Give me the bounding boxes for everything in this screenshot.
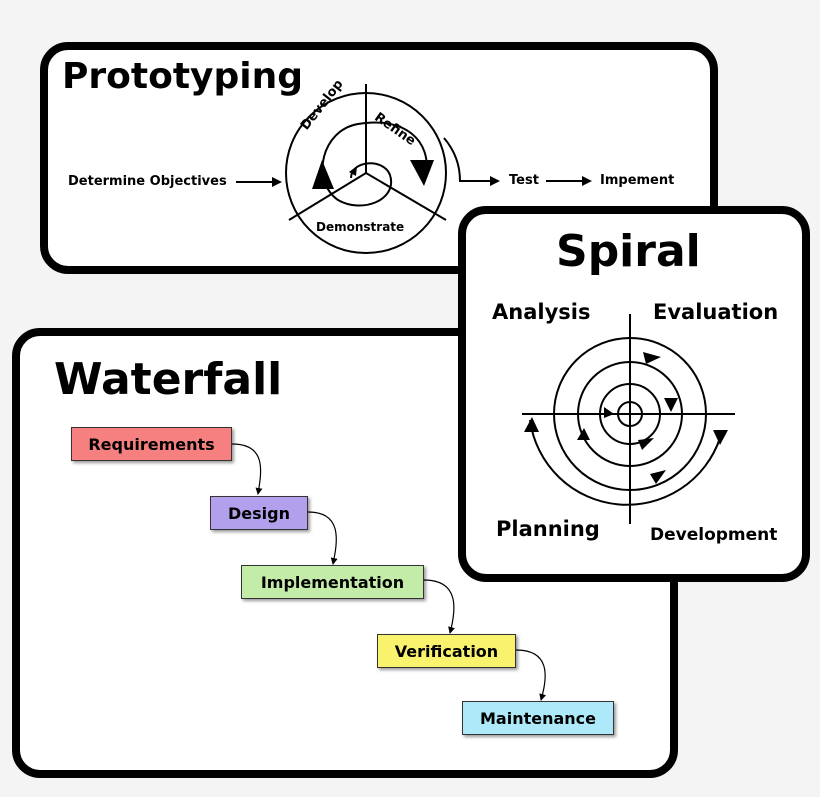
determine-objectives-label: Determine Objectives <box>68 174 227 189</box>
planning-label: Planning <box>496 517 600 541</box>
test-label: Test <box>509 173 539 188</box>
waterfall-step-implementation: Implementation <box>241 565 424 599</box>
refine-arrowhead <box>410 160 434 186</box>
connector-verification-maintenance <box>515 649 547 701</box>
waterfall-title: Waterfall <box>54 354 283 405</box>
spiral-ring-2 <box>599 383 661 445</box>
spiral-arrowhead-3 <box>713 430 728 445</box>
spiral-title: Spiral <box>556 226 701 277</box>
development-label: Development <box>650 525 778 545</box>
inner-arrowhead <box>349 166 357 176</box>
evaluation-label: Evaluation <box>653 300 779 324</box>
waterfall-step-verification: Verification <box>377 634 516 668</box>
spiral-arrowhead-8 <box>604 407 614 418</box>
waterfall-step-maintenance: Maintenance <box>462 701 614 735</box>
outflow-curve <box>443 137 500 186</box>
connector-implementation-verification <box>423 579 455 634</box>
demonstrate-label: Demonstrate <box>316 220 405 234</box>
spiral-arrowhead-4 <box>577 428 590 440</box>
waterfall-step-design: Design <box>210 496 308 530</box>
divider-left <box>288 172 367 221</box>
waterfall-step-requirements: Requirements <box>71 427 232 461</box>
connector-requirements-design <box>231 443 263 495</box>
prototyping-title: Prototyping <box>62 56 303 97</box>
spiral-ring-1 <box>617 401 643 427</box>
implement-label: Impement <box>600 173 675 188</box>
spiral-ring-4 <box>553 337 707 491</box>
spiral-arrowhead-6 <box>650 470 666 484</box>
divider-right <box>365 172 447 221</box>
connector-design-implementation <box>307 511 338 565</box>
analysis-label: Analysis <box>492 300 591 324</box>
spiral-arrowhead-2 <box>664 398 678 412</box>
spiral-outer-arc <box>529 419 721 506</box>
prototype-spiral <box>321 121 428 207</box>
spiral-arrowhead-7 <box>524 417 539 432</box>
spiral-arrowhead-5 <box>638 438 654 450</box>
prototyping-panel <box>40 42 718 274</box>
spiral-panel <box>458 206 810 582</box>
develop-arrowhead <box>312 160 334 189</box>
spiral-ring-3 <box>577 361 683 467</box>
spiral-arrowhead-1 <box>643 352 661 364</box>
